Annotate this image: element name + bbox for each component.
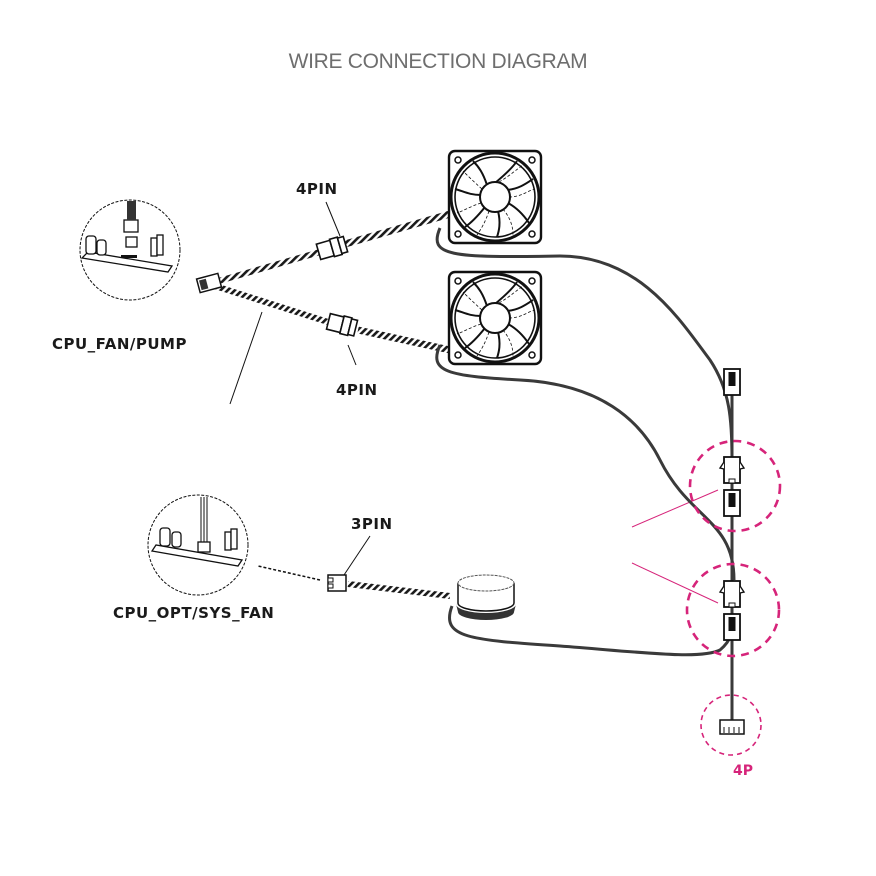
diagram-title: WIRE CONNECTION DIAGRAM bbox=[288, 50, 588, 73]
4p-connector bbox=[719, 719, 745, 735]
rgb-connector-chain bbox=[719, 368, 745, 735]
pump bbox=[456, 574, 516, 620]
fan-bottom bbox=[447, 270, 543, 366]
fan-rgb-cables bbox=[435, 227, 736, 657]
accent-leader-2 bbox=[631, 562, 719, 604]
accent-leader-1 bbox=[631, 489, 719, 528]
connect-arrow bbox=[257, 565, 321, 581]
highlight-circles bbox=[685, 439, 782, 756]
label-4pin-bottom: 4PIN bbox=[336, 381, 378, 399]
label-cpu-fan-pump: CPU_FAN/PUMP bbox=[52, 335, 187, 353]
label-cpu-opt-sys-fan: CPU_OPT/SYS_FAN bbox=[113, 604, 275, 622]
y-splitter-cable bbox=[195, 210, 451, 354]
leader-lines bbox=[229, 201, 371, 576]
label-4p: 4P bbox=[733, 763, 754, 779]
pump-cable bbox=[327, 574, 451, 599]
motherboard-inset-sys-fan bbox=[147, 494, 249, 596]
fan-top bbox=[447, 149, 543, 245]
label-3pin: 3PIN bbox=[351, 515, 393, 533]
motherboard-inset-cpu-fan bbox=[79, 199, 181, 301]
label-4pin-top: 4PIN bbox=[296, 180, 338, 198]
